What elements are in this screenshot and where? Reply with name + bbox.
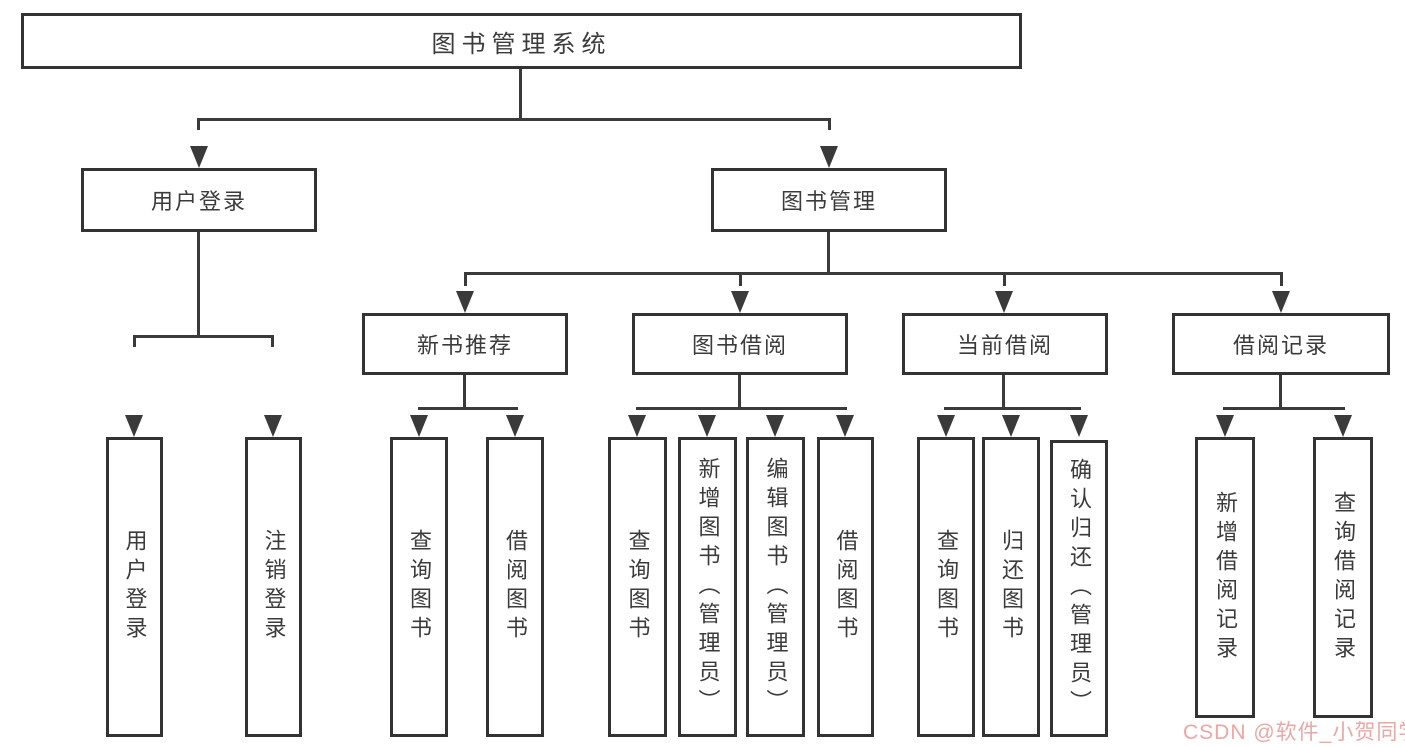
arrow-down-icon [628, 415, 646, 437]
node-current-borrow: 当前借阅 [902, 313, 1108, 375]
connector-vline [1002, 375, 1005, 410]
csdn-watermark: CSDN @软件_小贺同学 [1183, 721, 1405, 744]
leaf-logout: 注销登录 [245, 437, 302, 737]
arrow-down-icon [264, 415, 282, 437]
leaf-user-login: 用户登录 [106, 437, 163, 737]
connector-vline [1280, 272, 1283, 286]
arrow-down-icon [820, 146, 838, 168]
connector-vline [1003, 272, 1006, 286]
connector-hline [636, 407, 847, 410]
arrow-down-icon [190, 146, 208, 168]
arrow-down-icon [1334, 415, 1352, 437]
connector-vline [519, 69, 522, 121]
arrow-down-icon [456, 291, 474, 313]
connector-vline [739, 272, 742, 286]
leaf-borrow-query-books: 查询图书 [608, 437, 667, 737]
arrow-down-icon [1070, 415, 1088, 437]
leaf-current-query-books: 查询图书 [917, 437, 975, 737]
leaf-newrec-query-books: 查询图书 [390, 437, 448, 737]
leaf-records-add-record: 新增借阅记录 [1195, 437, 1255, 718]
connector-hline [133, 335, 274, 338]
arrow-down-icon [995, 291, 1013, 313]
connector-vline [1279, 375, 1282, 410]
connector-vline [463, 375, 466, 410]
connector-hline [464, 272, 1283, 275]
node-user-login: 用户登录 [81, 168, 317, 232]
connector-hline [418, 407, 518, 410]
arrow-down-icon [1002, 415, 1020, 437]
connector-vline [197, 232, 200, 338]
arrow-down-icon [766, 415, 784, 437]
leaf-newrec-borrow-books: 借阅图书 [486, 437, 544, 737]
connector-vline [827, 232, 830, 275]
leaf-borrow-edit-books-admin: 编辑图书（管理员） [746, 437, 805, 737]
leaf-current-confirm-return-admin: 确认归还（管理员） [1050, 440, 1108, 737]
arrow-down-icon [1272, 291, 1290, 313]
node-root: 图书管理系统 [21, 13, 1022, 69]
arrow-down-icon [506, 415, 524, 437]
node-book-borrow: 图书借阅 [632, 313, 848, 375]
arrow-down-icon [836, 415, 854, 437]
connector-hline [944, 407, 1081, 410]
leaf-current-return-books: 归还图书 [982, 437, 1040, 737]
leaf-borrow-borrow-books: 借阅图书 [817, 437, 874, 737]
connector-hline [1223, 407, 1345, 410]
node-borrow-records: 借阅记录 [1172, 313, 1390, 375]
arrow-down-icon [1216, 415, 1234, 437]
node-book-management: 图书管理 [711, 168, 947, 232]
arrow-down-icon [731, 291, 749, 313]
connector-vline [464, 272, 467, 286]
node-new-book-recommend: 新书推荐 [362, 313, 568, 375]
leaf-borrow-add-books-admin: 新增图书（管理员） [678, 437, 737, 737]
connector-hline [198, 118, 831, 121]
arrow-down-icon [125, 415, 143, 437]
connector-vline [828, 118, 831, 130]
leaf-records-query-record: 查询借阅记录 [1313, 437, 1373, 718]
connector-vline [133, 335, 136, 347]
connector-vline [271, 335, 274, 347]
arrow-down-icon [410, 415, 428, 437]
connector-vline [197, 118, 200, 130]
connector-vline [738, 375, 741, 410]
arrow-down-icon [937, 415, 955, 437]
arrow-down-icon [698, 415, 716, 437]
